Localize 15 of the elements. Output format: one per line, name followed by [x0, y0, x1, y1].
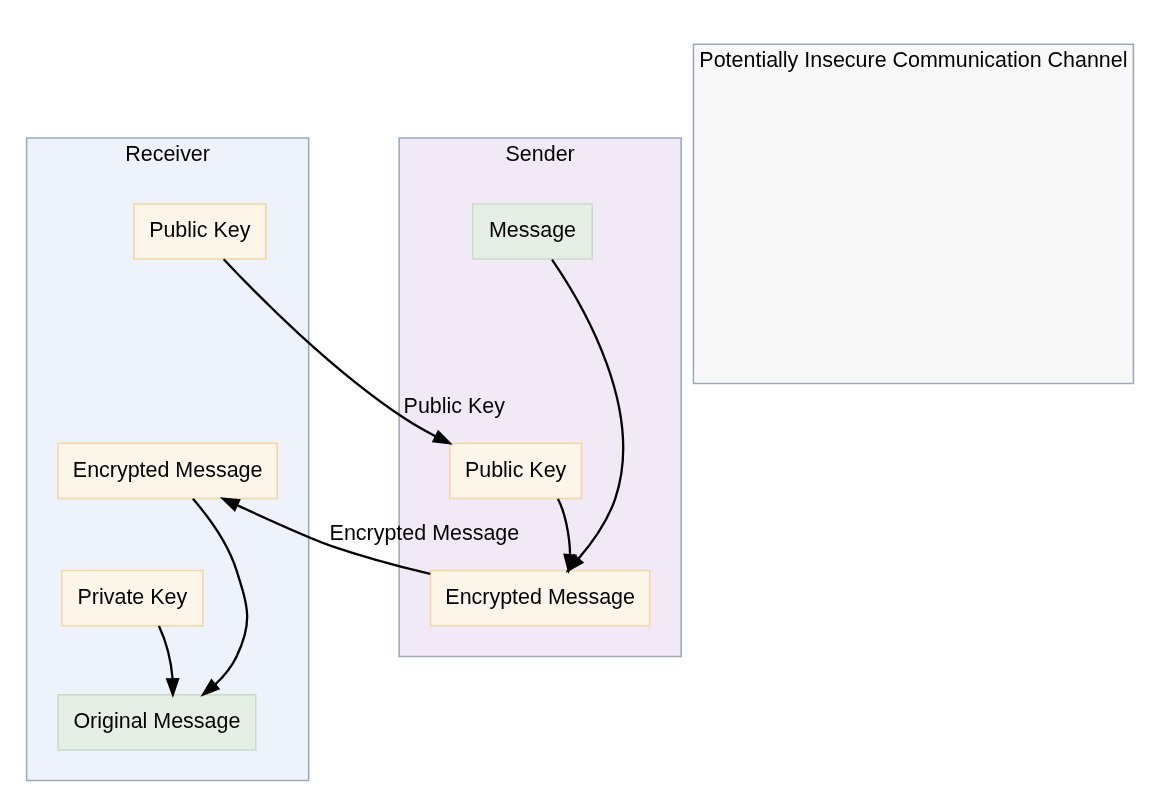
- node-box: Private Key: [61, 569, 204, 627]
- node-box: Potentially Insecure Communication Channel: [692, 42, 1135, 384]
- edge-label: Encrypted Message: [329, 520, 520, 545]
- node-box: Message: [471, 202, 594, 260]
- node-box: Public Key: [448, 442, 583, 499]
- arrow: [157, 625, 180, 698]
- arrow: [219, 496, 431, 575]
- edge-label: Public Key: [403, 393, 505, 418]
- arrow: [222, 257, 453, 445]
- node-box: Public Key: [133, 202, 267, 260]
- arrow: [556, 497, 578, 574]
- node-box: Encrypted Message: [57, 442, 278, 499]
- node-box: Original Message: [57, 693, 257, 751]
- arrow: [192, 497, 249, 697]
- node-box: Encrypted Message: [429, 569, 651, 627]
